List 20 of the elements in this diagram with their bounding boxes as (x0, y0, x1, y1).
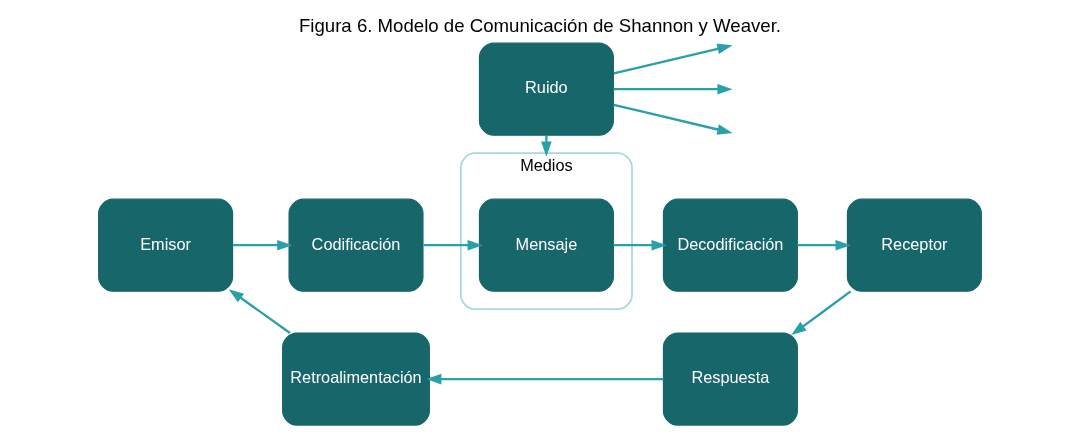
arrow (612, 103, 732, 135)
arrow (612, 43, 732, 75)
node-box: Receptor (846, 198, 982, 292)
node-box: Ruido (478, 42, 614, 136)
arrow (425, 373, 663, 385)
node-box: Emisor (97, 198, 233, 292)
arrow (232, 239, 292, 251)
arrow (613, 239, 667, 251)
node-box: Respuesta (662, 332, 798, 426)
node-box: Codificación (287, 198, 424, 292)
node-box: Mensaje (478, 198, 614, 292)
diagram-title: Figura 6. Modelo de Comunicación de Shannon y Weaver. (298, 15, 781, 37)
arrow (423, 239, 483, 251)
node-box: Retroalimentación (281, 332, 430, 426)
arrow (540, 135, 552, 157)
arrow (613, 83, 733, 95)
node-box: Decodificación (662, 198, 798, 292)
arrow (797, 239, 851, 251)
arrow (790, 290, 851, 336)
arrow (228, 289, 291, 334)
